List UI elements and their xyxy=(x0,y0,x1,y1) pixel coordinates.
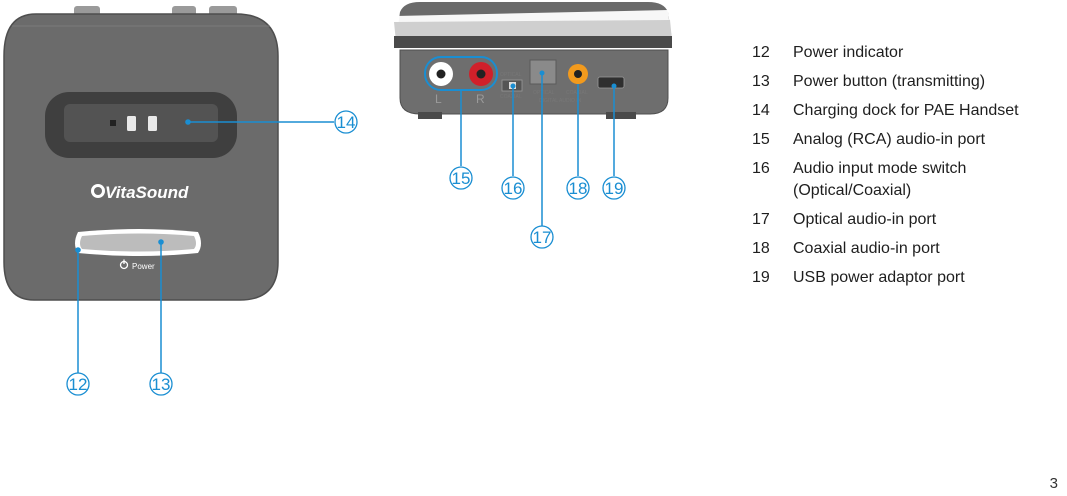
legend-text: Analog (RCA) audio-in port xyxy=(793,131,986,148)
legend-num: 14 xyxy=(752,102,770,119)
callout-12: 12 xyxy=(69,375,88,394)
charging-dock xyxy=(45,92,237,158)
legend-num: 12 xyxy=(752,44,770,61)
legend-text: Coaxial audio-in port xyxy=(793,240,940,257)
callout-16: 16 xyxy=(504,179,523,198)
rca-left-label: L xyxy=(435,92,442,106)
legend-item: 14 Charging dock for PAE Handset xyxy=(752,100,1052,122)
device-front: VitaSound Power xyxy=(3,6,279,301)
legend-num: 16 xyxy=(752,160,770,177)
legend-item: 16 Audio input mode switch (Optical/Coaxi… xyxy=(752,158,1052,202)
legend-item: 18 Coaxial audio-in port xyxy=(752,238,1052,260)
legend-num: 15 xyxy=(752,131,770,148)
brand-name: VitaSound xyxy=(105,183,189,202)
switch-coaxial-label: COAXIAL xyxy=(500,94,522,100)
legend-text: Power button (transmitting) xyxy=(793,73,986,90)
callout-13: 13 xyxy=(152,375,171,394)
parts-legend: 12 Power indicator 13 Power button (transm… xyxy=(752,42,1052,296)
legend-text: USB power adaptor port xyxy=(793,269,965,286)
legend-item: 12 Power indicator xyxy=(752,42,1052,64)
power-label: Power xyxy=(132,262,155,271)
legend-num: 18 xyxy=(752,240,770,257)
switch-optical-label: OPTICAL xyxy=(500,72,522,78)
brand-logo: VitaSound xyxy=(91,183,189,202)
callout-15: 15 xyxy=(452,169,471,188)
callout-17: 17 xyxy=(533,228,552,247)
rca-ports: L R xyxy=(424,56,498,106)
legend-text: Optical audio-in port xyxy=(793,211,937,228)
legend-text: Audio input mode switch (Optical/Coaxial… xyxy=(793,160,967,199)
legend-text: Charging dock for PAE Handset xyxy=(793,102,1019,119)
callout-numbers: 14 12 13 15 16 17 18 19 xyxy=(66,110,626,396)
callout-lines xyxy=(77,73,615,373)
legend-item: 13 Power button (transmitting) xyxy=(752,71,1052,93)
usb-port xyxy=(597,76,625,89)
callout-19: 19 xyxy=(605,179,624,198)
legend-item: 15 Analog (RCA) audio-in port xyxy=(752,129,1052,151)
power-button: Power xyxy=(75,229,201,271)
legend-item: 17 Optical audio-in port xyxy=(752,209,1052,231)
rca-right-label: R xyxy=(476,92,485,106)
device-back: L R OPTICAL COAXIAL OPTICAL COAXIAL DIGI… xyxy=(394,2,672,119)
callout-14: 14 xyxy=(337,113,356,132)
page-number: 3 xyxy=(1049,475,1058,492)
legend-text: Power indicator xyxy=(793,44,904,61)
legend-num: 19 xyxy=(752,269,770,286)
optical-port-label: OPTICAL xyxy=(533,90,555,96)
legend-item: 19 USB power adaptor port xyxy=(752,267,1052,289)
coaxial-port: COAXIAL xyxy=(566,64,588,96)
legend-num: 17 xyxy=(752,211,770,228)
coaxial-port-label: COAXIAL xyxy=(566,90,588,96)
callout-dots xyxy=(75,70,617,253)
digital-audio-label: DIGITAL AUDIO IN xyxy=(539,98,582,104)
legend-num: 13 xyxy=(752,73,770,90)
callout-18: 18 xyxy=(569,179,588,198)
optical-port: OPTICAL xyxy=(529,59,557,96)
